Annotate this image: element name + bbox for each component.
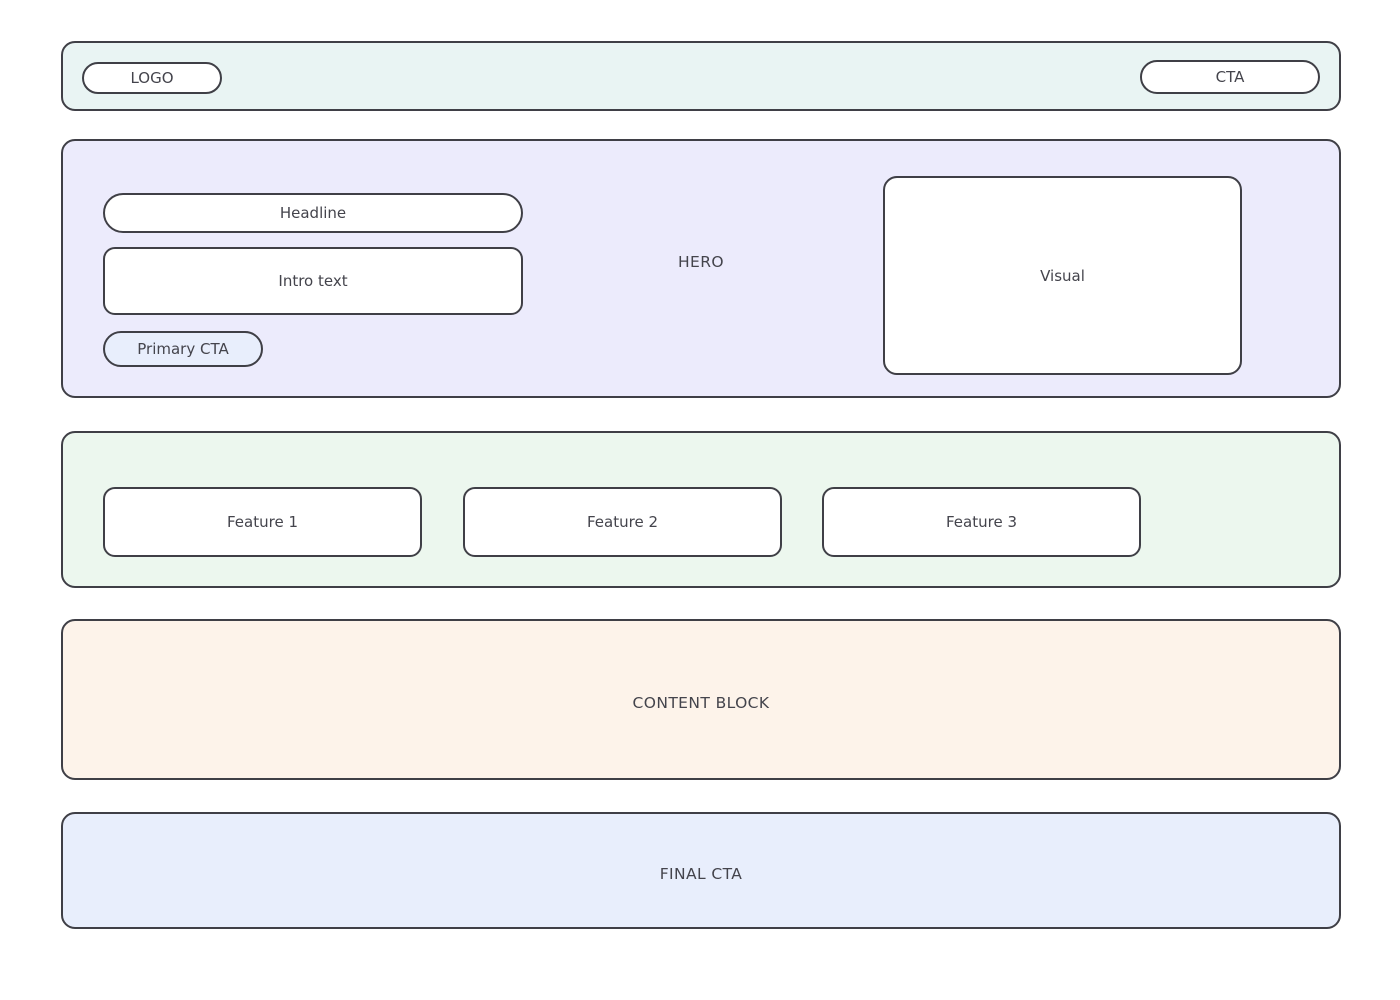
feature-card[interactable]: Feature 1 (103, 487, 422, 557)
logo-label: LOGO (130, 69, 174, 87)
final-cta-label: FINAL CTA (659, 865, 743, 883)
hero-visual-label: Visual (1040, 266, 1085, 285)
content-block-section: CONTENT BLOCK (61, 619, 1341, 780)
final-cta-section[interactable]: FINAL CTA (61, 812, 1341, 929)
hero-primary-cta-button[interactable]: Primary CTA (103, 331, 263, 367)
hero-visual-placeholder[interactable]: Visual (883, 176, 1242, 375)
hero-headline-placeholder[interactable]: Headline (103, 193, 523, 233)
hero-intro-text-placeholder[interactable]: Intro text (103, 247, 523, 315)
logo-placeholder[interactable]: LOGO (82, 62, 222, 94)
feature-card-label: Feature 2 (587, 513, 658, 531)
header-section: LOGO CTA (61, 41, 1341, 111)
hero-primary-cta-label: Primary CTA (137, 340, 229, 358)
header-cta-button[interactable]: CTA (1140, 60, 1320, 94)
feature-card-label: Feature 1 (227, 513, 298, 531)
feature-card[interactable]: Feature 3 (822, 487, 1141, 557)
hero-intro-text-label: Intro text (278, 272, 348, 290)
features-section: Feature 1 Feature 2 Feature 3 (61, 431, 1341, 588)
hero-headline-label: Headline (279, 204, 347, 222)
feature-card[interactable]: Feature 2 (463, 487, 782, 557)
content-block-label: CONTENT BLOCK (632, 694, 770, 712)
feature-card-label: Feature 3 (946, 513, 1017, 531)
header-cta-label: CTA (1215, 68, 1245, 86)
hero-section: HERO Headline Intro text Primary CTA Vis… (61, 139, 1341, 398)
